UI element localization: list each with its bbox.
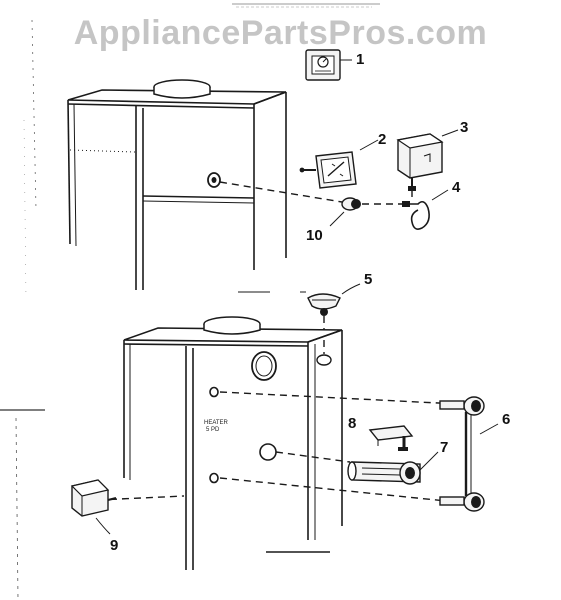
callout-10: 10 <box>306 227 323 244</box>
callout-3: 3 <box>460 119 468 136</box>
callout-5: 5 <box>364 271 372 288</box>
callout-1: 1 <box>356 51 364 68</box>
watermark-text: AppliancePartsPros.com <box>73 14 488 52</box>
part-10-fitting <box>329 197 361 227</box>
part-1-thermostat <box>305 49 352 81</box>
scan-header-marks <box>232 3 380 8</box>
part-7-burner-tube <box>347 451 439 485</box>
heater-panel-label-line2: 5 PD <box>206 427 220 433</box>
part-2-gauge <box>299 139 379 189</box>
callout-8: 8 <box>348 415 356 432</box>
upper-assembly-lines <box>219 178 413 205</box>
part-5-orifice <box>238 283 361 354</box>
part-4-sensor <box>402 189 449 230</box>
upper-cabinet <box>67 79 287 290</box>
part-9-transformer <box>70 479 117 535</box>
heater-panel-label-line1: HEATER <box>204 420 229 426</box>
callout-6: 6 <box>502 411 510 428</box>
callout-7: 7 <box>440 439 448 456</box>
part-8-cover-plate <box>368 425 414 451</box>
part-6-manifold <box>439 396 499 512</box>
lower-cabinet: HEATER 5 PD <box>123 316 343 570</box>
part-3-control-box <box>396 129 459 191</box>
callout-2: 2 <box>378 131 386 148</box>
callout-9: 9 <box>110 537 118 554</box>
scan-left-marks <box>0 19 45 600</box>
callout-4: 4 <box>452 179 461 196</box>
